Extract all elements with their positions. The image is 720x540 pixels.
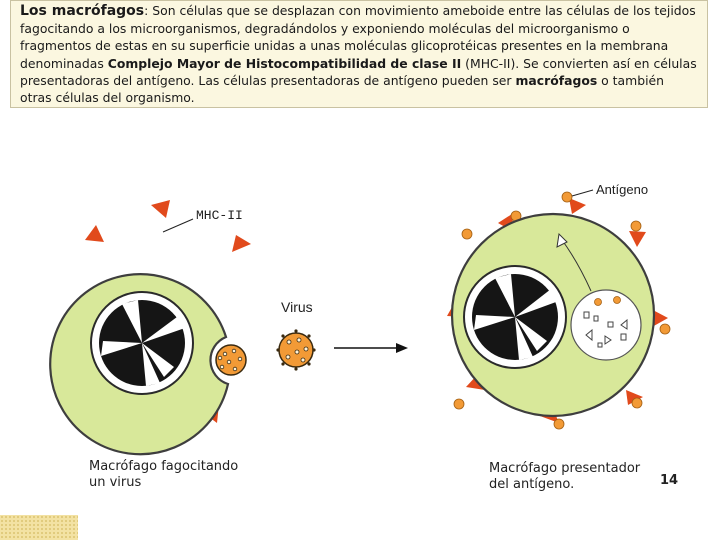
intro-part2: (MHC-II). Se convierten así en células p…	[20, 55, 697, 88]
left-nucleus	[90, 291, 194, 395]
left-macrophage	[49, 200, 251, 456]
mhc-label-pointer	[162, 218, 194, 233]
caption-left-line1: Macrófago fagocitando	[89, 459, 239, 474]
intro-colon: :	[144, 3, 149, 18]
intro-part3: o también otras células del organismo.	[20, 72, 664, 106]
antigen-transport-arrowhead	[556, 232, 568, 248]
right-macrophage	[447, 191, 671, 430]
right-nucleus	[463, 265, 567, 369]
caption-right: Macrófago presentador del antígeno.	[489, 461, 640, 493]
antigen-transport-arrow	[561, 239, 592, 292]
caption-left: Macrófago fagocitando un virus	[89, 459, 238, 491]
free-virus	[276, 329, 316, 371]
caption-right-line1: Macrófago presentador	[489, 461, 641, 476]
macrophage-diagram: MHC-II Virus	[49, 182, 671, 456]
mhc-label: MHC-II	[196, 208, 243, 223]
corner-decoration	[0, 515, 78, 540]
virus-label: Virus	[281, 299, 313, 315]
intro-text-box: Los macrófagos: Son células que se despl…	[10, 0, 708, 108]
antigen-label: Antígeno	[596, 182, 648, 197]
caption-left-line2: un virus	[89, 475, 142, 490]
antigen-label-pointer	[571, 189, 594, 197]
intro-title: Los macrófagos	[20, 3, 145, 19]
page-number: 14	[660, 473, 679, 488]
digestive-vacuole	[570, 289, 642, 361]
caption-right-line2: del antígeno.	[489, 477, 575, 492]
intro-term-macrofagos: macrófagos	[515, 72, 598, 88]
intro-part1: Son células que se desplazan con movimie…	[20, 3, 696, 71]
engulfed-virus	[215, 344, 247, 376]
right-arrow-icon	[334, 343, 408, 353]
intro-term-mhc: Complejo Mayor de Histocompatibilidad de…	[107, 55, 462, 71]
